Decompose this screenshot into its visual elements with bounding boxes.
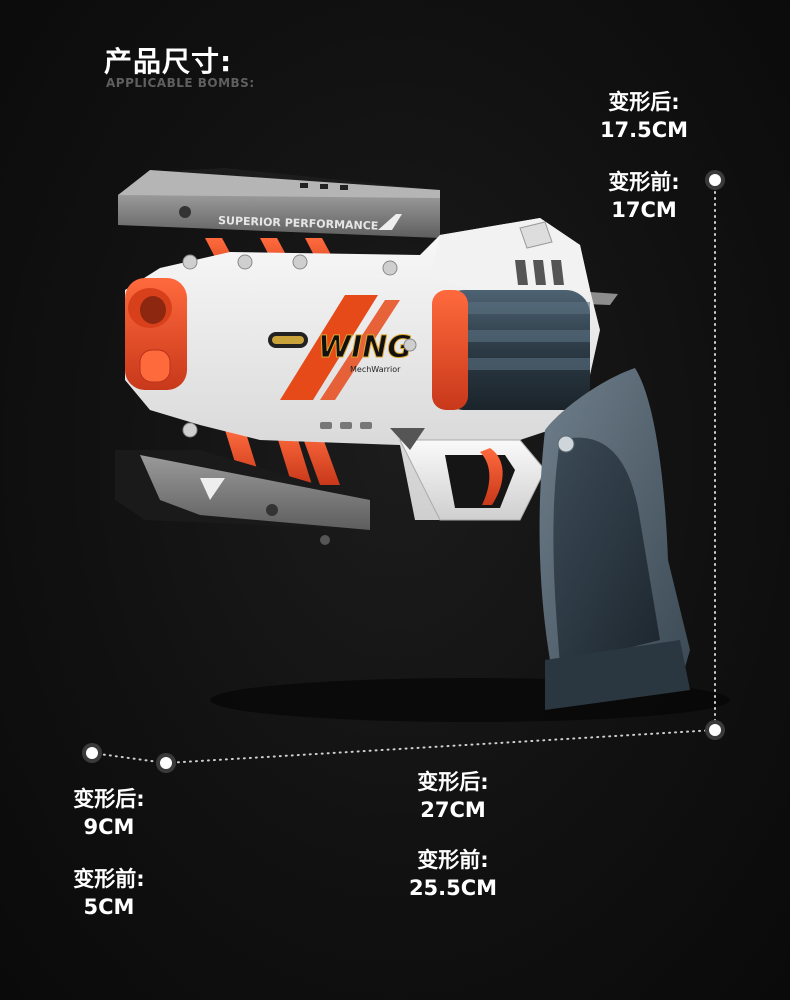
page-subtitle: APPLICABLE BOMBS: [106,76,255,90]
width-after-group: 变形后: 9CM [64,785,154,841]
muzzle [125,278,187,390]
height-before-label: 变形前: [608,170,680,194]
lower-slide-rail [115,450,370,545]
guide-dot-left [82,743,102,763]
brand-logo: WING [318,330,412,365]
width-guide-line [91,752,167,764]
height-after-group: 变形后: 17.5CM [598,88,690,144]
height-after-value: 17.5CM [599,118,689,142]
height-before-value: 17CM [611,198,677,222]
width-after-label: 变形后: [73,787,145,811]
sub-brand-logo: MechWarrior [350,365,401,374]
grip [539,368,690,710]
length-guide-line [165,729,716,764]
width-before-label: 变形前: [73,867,145,891]
page-title: 产品尺寸: [104,45,233,78]
slide-text: SUPERIOR PERFORMANCE [218,214,379,233]
width-before-group: 变形前: 5CM [64,865,154,921]
height-after-label: 变形后: [608,90,680,114]
upper-slide-rail: SUPERIOR PERFORMANCE [118,168,440,238]
guide-dot-top [705,170,725,190]
rear-hammer [585,292,618,305]
length-after-label: 变形后: [417,770,489,794]
length-before-value: 25.5CM [408,876,498,900]
guide-dot-bottom-middle [156,753,176,773]
length-before-group: 变形前: 25.5CM [400,846,506,902]
length-before-label: 变形前: [417,848,489,872]
length-after-group: 变形后: 27CM [405,768,501,824]
guide-dot-bottom-right [705,720,725,740]
revolver-cylinder [432,290,590,410]
length-after-value: 27CM [420,798,486,822]
height-before-group: 变形前: 17CM [598,168,690,224]
trigger [480,448,503,505]
width-before-value: 5CM [83,895,135,919]
width-after-value: 9CM [83,815,135,839]
